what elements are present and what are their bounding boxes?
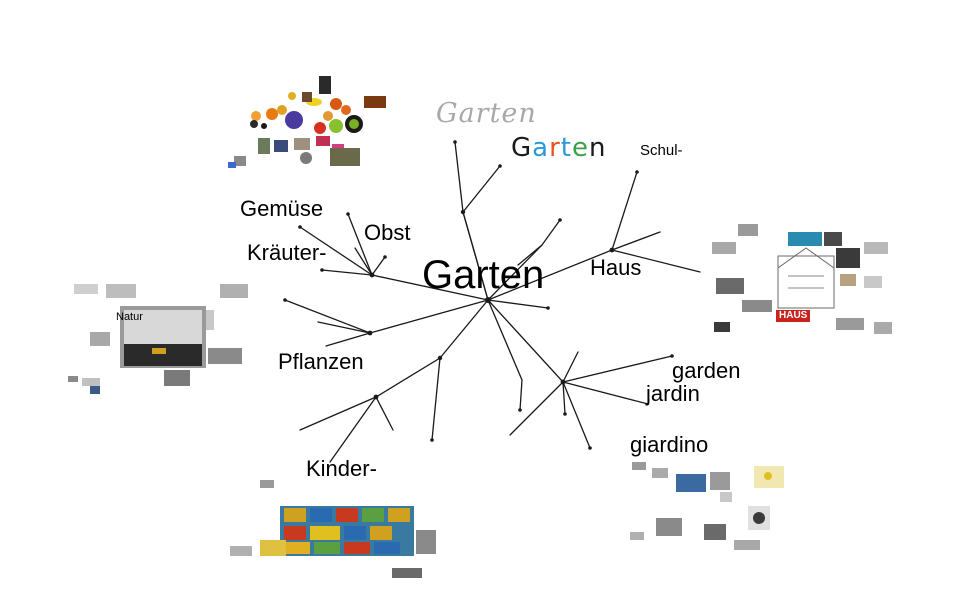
node-center [485,297,491,303]
node-haus [609,247,615,253]
branch-obst-end [371,256,386,276]
node-tip-6 [453,140,457,144]
label-gemuese: Gemüse [240,196,324,221]
cluster-kinder-images [230,480,440,580]
branch-kinder-a [329,396,377,463]
label-haus: Haus [590,255,642,280]
branch-haus-a [611,231,661,251]
natur-thumbnails [68,284,248,394]
node-kinder [373,394,379,400]
node-tip-2 [298,225,302,229]
branch-bottom-mid [562,381,566,415]
node-languages [560,379,566,385]
center-label: Garten [422,253,545,297]
handwritten-garten-colored: Garten [511,135,606,161]
node-tip-15 [430,438,434,442]
kinder-thumbnails [230,480,436,578]
branch-haus-b [611,249,701,273]
node-tip-5 [283,298,287,302]
node-tip-12 [588,446,592,450]
branch-jardin [562,381,649,405]
handwritten-letter: G [511,133,533,163]
node-kinder-upper [437,355,443,361]
node-tip-7 [498,164,502,168]
node-left-top [369,272,375,278]
branch-obst [347,213,373,276]
node-tip-11 [670,354,674,358]
branch-giardino [562,381,591,449]
branch-kinder-c [431,357,441,441]
node-tip-13 [563,412,567,416]
cluster-label-natur: Natur [116,311,143,323]
spoke-right-short [487,299,549,309]
spoke-bottom-mid [487,299,523,411]
cluster-natur-images: Natur [66,282,256,397]
fruit-thumbnails [228,76,386,168]
cluster-haus-images: HAUS [704,218,898,340]
handwritten-letter: n [589,133,607,163]
branch-gemuese [299,226,373,276]
branch-pflanzen-a [317,321,371,334]
giardino-thumbnails [630,462,784,550]
spoke-pflanzen [284,299,489,334]
label-garden: garden [672,358,741,383]
branch-languages-up [562,351,579,383]
node-tip-4 [383,255,387,259]
node-tip-1 [346,212,350,216]
label-schul: Schul- [640,142,683,159]
label-obst: Obst [364,220,411,245]
spoke-kinder [299,299,489,431]
label-kinder: Kinder- [306,456,377,481]
node-tip-8 [558,218,562,222]
node-top [460,209,466,215]
node-tip-3 [320,268,324,272]
branch-kinder-b [375,396,394,431]
label-kraeuter: Kräuter- [247,240,327,265]
cluster-fruit-images [224,74,394,174]
node-tip-14 [518,408,522,412]
handwritten-letter: r [549,133,561,163]
handwritten-garten-gray: Garten [436,98,537,129]
label-jardin: jardin [646,381,700,406]
node-pflanzen [367,330,373,336]
handwritten-letter: a [532,133,550,163]
spoke-top-mid-b [517,244,543,266]
cluster-giardino-images [630,462,790,554]
label-pflanzen: Pflanzen [278,349,364,374]
node-tip-10 [546,306,550,310]
branch-pflanzen-b [325,332,371,347]
branch-kraeuter [321,269,373,276]
spoke-languages [487,299,673,383]
haus-thumbnails [712,224,892,334]
label-giardino: giardino [630,432,709,457]
handwritten-letter: t [560,133,572,163]
handwritten-letter: e [572,133,589,163]
branch-bottom-left [509,381,564,436]
haus-sign: HAUS [776,310,811,322]
node-tip-9 [635,170,639,174]
